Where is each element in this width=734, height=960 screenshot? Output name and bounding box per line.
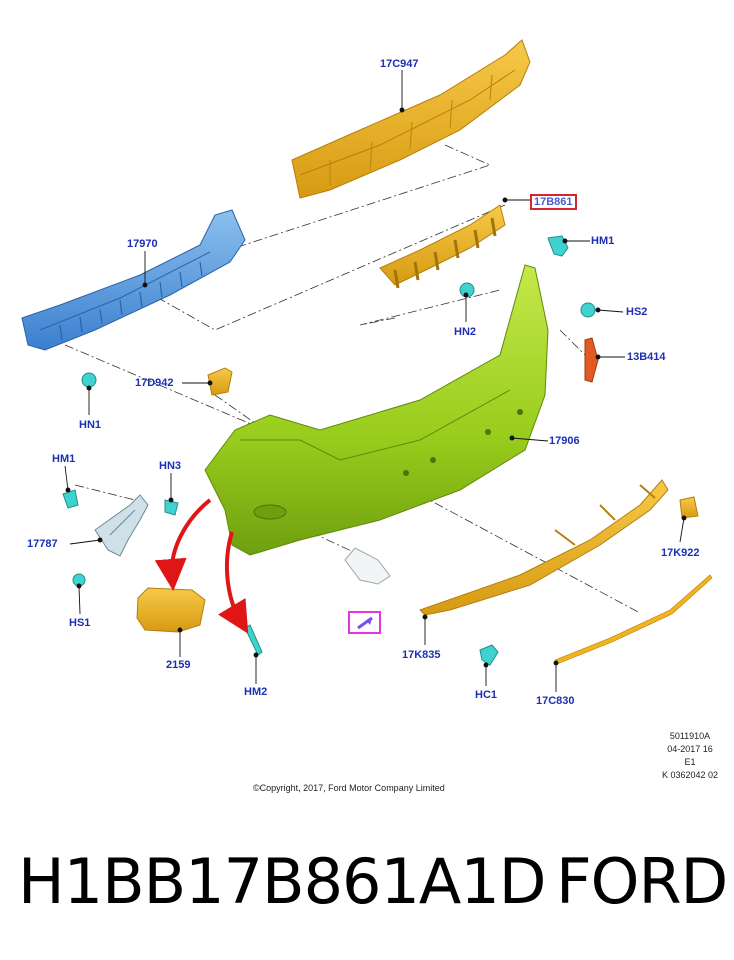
label-HN2[interactable]: HN2 [454, 326, 477, 338]
label-HS1[interactable]: HS1 [69, 617, 91, 629]
label-HN3[interactable]: HN3 [159, 460, 182, 472]
reflector-13B414 [584, 337, 599, 383]
label-HN1[interactable]: HN1 [79, 419, 102, 431]
label-2159[interactable]: 2159 [166, 659, 191, 671]
callout-leaders [64, 70, 687, 692]
label-HM1-left[interactable]: HM1 [52, 453, 76, 465]
drawing-edition: E1 [684, 757, 696, 767]
part-number-caption: H1BB17B861A1D [18, 845, 547, 918]
bracket-17787 [94, 494, 149, 557]
exploded-parts-diagram: 17C947 17B861 HM1 17970 HS2 HN2 13B414 1… [21, 39, 730, 793]
diagram-artwork [21, 39, 713, 692]
drawing-metadata: 5011910A 04-2017 16 E1 K 0362042 02 [650, 730, 730, 782]
tow-hook-cover [344, 547, 391, 585]
clip-HC1 [479, 644, 499, 666]
label-13B414[interactable]: 13B414 [627, 351, 666, 363]
copyright-notice: ©Copyright, 2017, Ford Motor Company Lim… [253, 783, 445, 793]
bracket-17B861 [379, 204, 506, 289]
label-17D942[interactable]: 17D942 [135, 377, 174, 389]
label-17787[interactable]: 17787 [27, 538, 58, 550]
label-HM2[interactable]: HM2 [244, 686, 268, 698]
trim-strip-17C830 [554, 574, 713, 665]
clip-HM1-left [62, 489, 79, 509]
drawing-ref: K 0362042 02 [661, 770, 719, 780]
label-HC1[interactable]: HC1 [475, 689, 498, 701]
red-arrows [154, 498, 249, 634]
label-17K835[interactable]: 17K835 [402, 649, 441, 661]
brand-caption: FORD [556, 845, 728, 918]
label-HM1-top[interactable]: HM1 [591, 235, 615, 247]
label-17970[interactable]: 17970 [127, 238, 158, 250]
bracket-17D942 [207, 367, 233, 396]
label-17906[interactable]: 17906 [549, 435, 580, 447]
label-17K922[interactable]: 17K922 [661, 547, 700, 559]
clip-HN1 [81, 372, 97, 388]
bracket-17K922 [679, 496, 699, 519]
part-HM2 [244, 624, 263, 656]
bracket-17K835 [419, 479, 669, 616]
drawing-number: 5011910A [669, 731, 711, 741]
reinforcement-beam-17970 [21, 209, 246, 351]
drawing-date: 04-2017 16 [667, 744, 713, 754]
impact-absorber-17C947 [291, 39, 531, 199]
clip-HS2 [580, 302, 596, 318]
bumper-cover-17906 [204, 264, 549, 556]
label-17B861-highlighted[interactable]: 17B861 [530, 194, 577, 210]
part-2159 [136, 587, 206, 633]
label-17C830[interactable]: 17C830 [536, 695, 575, 707]
label-17C947[interactable]: 17C947 [380, 58, 419, 70]
clip-HN3 [164, 499, 179, 516]
label-HS2[interactable]: HS2 [626, 306, 648, 318]
view-indicator [348, 611, 381, 634]
